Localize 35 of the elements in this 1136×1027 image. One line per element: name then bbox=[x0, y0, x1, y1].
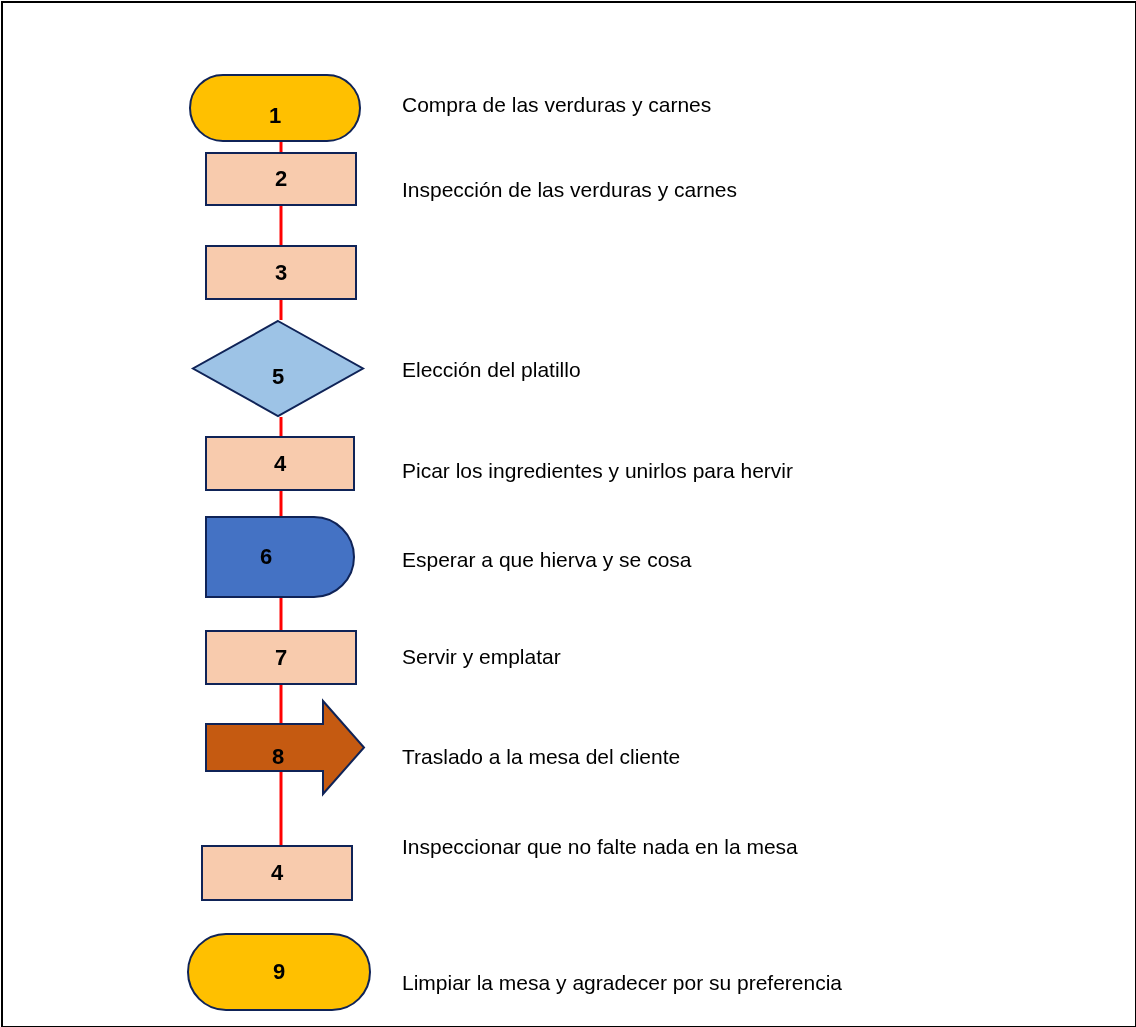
step-description: Picar los ingredientes y unirlos para hervir bbox=[402, 459, 793, 483]
connector-line bbox=[279, 417, 283, 436]
delay-shape bbox=[205, 516, 355, 598]
step-description: Inspeccionar que no falte nada en la mesa bbox=[402, 835, 798, 859]
process-box bbox=[205, 152, 357, 206]
connector-line bbox=[279, 491, 283, 516]
step-description: Servir y emplatar bbox=[402, 645, 561, 669]
process-box bbox=[201, 845, 353, 901]
step-description: Limpiar la mesa y agradecer por su preferencia bbox=[402, 971, 843, 995]
step-number: 1 bbox=[268, 102, 282, 129]
decision-diamond bbox=[192, 320, 364, 417]
connector-line bbox=[279, 685, 283, 724]
step-number: 7 bbox=[274, 644, 288, 671]
step-description: Elección del platillo bbox=[402, 358, 581, 382]
step-description: Esperar a que hierva y se cosa bbox=[402, 548, 692, 572]
step-description: Inspección de las verduras y carnes bbox=[402, 178, 737, 202]
step-number: 3 bbox=[274, 259, 288, 286]
step-number: 8 bbox=[271, 742, 285, 770]
connector-line bbox=[279, 142, 283, 152]
step-number: 6 bbox=[259, 544, 273, 570]
process-box bbox=[205, 245, 357, 300]
process-box bbox=[205, 436, 355, 491]
step-number: 4 bbox=[273, 450, 287, 477]
step-number: 5 bbox=[271, 362, 285, 390]
transport-arrow bbox=[205, 700, 365, 795]
step-number: 2 bbox=[274, 166, 288, 192]
step-number: 9 bbox=[272, 959, 286, 985]
connector-line bbox=[279, 206, 283, 245]
connector-line bbox=[279, 300, 283, 320]
step-description: Compra de las verduras y carnes bbox=[402, 93, 712, 117]
step-description: Traslado a la mesa del cliente bbox=[402, 745, 681, 769]
connector-line bbox=[279, 598, 283, 630]
process-box bbox=[205, 630, 357, 685]
connector-line bbox=[279, 771, 283, 845]
step-number: 4 bbox=[270, 860, 284, 886]
